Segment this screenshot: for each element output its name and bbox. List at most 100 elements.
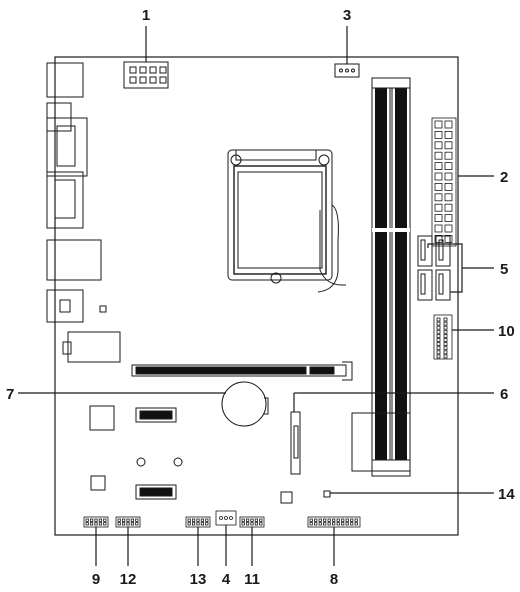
cpu-power-connector — [123, 61, 169, 89]
connector-pin — [436, 329, 441, 334]
connector-pin — [444, 214, 453, 223]
connector-pin — [434, 141, 443, 150]
connector-pin — [245, 522, 250, 526]
connector-pin — [345, 518, 349, 522]
connector-pin — [436, 342, 441, 347]
connector-pin — [85, 522, 89, 526]
callout-3: 3 — [343, 7, 351, 24]
small-square — [99, 305, 107, 313]
connector-pin — [323, 518, 327, 522]
connector-pin — [434, 182, 443, 191]
callout-9: 9 — [92, 571, 100, 588]
connector-pin — [444, 130, 453, 139]
sata-ports — [417, 235, 451, 301]
connector-pin — [130, 518, 134, 522]
connector-pin — [436, 350, 441, 355]
connector-pin — [327, 522, 331, 526]
connector-pin — [341, 518, 345, 522]
callout-4: 4 — [222, 571, 231, 588]
callout-2: 2 — [500, 169, 508, 186]
connector-pin — [130, 522, 134, 526]
connector-pin — [443, 354, 448, 359]
callout-12: 12 — [120, 571, 137, 588]
connector-pin — [354, 522, 358, 526]
connector-pin — [122, 518, 126, 522]
connector-pin — [350, 518, 354, 522]
connector-pin — [443, 342, 448, 347]
connector-pin — [444, 182, 453, 191]
connector-pin — [122, 522, 126, 526]
connector-pin — [436, 317, 441, 322]
connector-pin — [436, 338, 441, 342]
connector-pin — [444, 141, 453, 150]
callout-14: 14 — [498, 486, 515, 503]
pcie-x1-slots — [135, 407, 177, 500]
connector-pin — [436, 346, 441, 351]
connector-pin — [241, 522, 245, 526]
board-outline — [54, 56, 459, 536]
cmos-battery — [221, 381, 269, 427]
usb3-header — [433, 314, 453, 360]
connector-pin — [436, 325, 441, 330]
connector-pin — [126, 522, 130, 526]
connector-pin — [434, 120, 443, 129]
connector-pin — [436, 354, 441, 359]
connector-pin — [444, 162, 453, 171]
connector-pin — [444, 193, 453, 202]
connector-pin — [191, 522, 196, 526]
connector-pin — [200, 522, 204, 526]
connector-pin — [443, 350, 448, 355]
callout-7: 7 — [6, 386, 14, 403]
connector-pin — [434, 172, 443, 181]
connector-pin — [259, 522, 263, 526]
connector-pin — [187, 518, 191, 522]
cpu-fan-header — [334, 63, 360, 78]
connector-pin — [314, 522, 318, 526]
connector-pin — [309, 522, 313, 526]
connector-pin — [103, 518, 107, 522]
component-square — [280, 491, 293, 504]
connector-pin — [434, 224, 443, 233]
connector-pin — [205, 522, 209, 526]
connector-pin — [443, 346, 448, 351]
pcie-x16-slot — [131, 361, 353, 381]
atx-power-connector — [431, 117, 457, 247]
connector-pin — [336, 522, 340, 526]
connector-pin — [336, 518, 340, 522]
connector-pin — [444, 151, 453, 160]
m2-slot — [290, 411, 301, 475]
bottom-headers — [83, 510, 361, 528]
callout-8: 8 — [330, 571, 338, 588]
connector-pin — [200, 518, 204, 522]
connector-pin — [309, 518, 313, 522]
connector-pin — [250, 518, 254, 522]
connector-pin — [98, 518, 102, 522]
connector-pin — [434, 203, 443, 212]
connector-pin — [444, 203, 453, 212]
component-square — [90, 475, 106, 491]
connector-pin — [245, 518, 250, 522]
callout-1: 1 — [142, 7, 150, 24]
connector-pin — [241, 518, 245, 522]
cpu-socket — [227, 149, 346, 293]
connector-pin — [436, 321, 441, 326]
mount-hole — [136, 457, 146, 467]
connector-pin — [318, 518, 322, 522]
connector-pin — [191, 518, 196, 522]
connector-pin — [205, 518, 209, 522]
connector-pin — [117, 518, 121, 522]
connector-pin — [443, 321, 448, 326]
connector-pin — [135, 518, 139, 522]
connector-pin — [444, 234, 453, 243]
connector-pin — [117, 522, 121, 526]
connector-pin — [434, 193, 443, 202]
connector-pin — [85, 518, 89, 522]
connector-pin — [90, 522, 94, 526]
connector-pin — [135, 522, 139, 526]
connector-pin — [103, 522, 107, 526]
connector-pin — [94, 518, 98, 522]
connector-pin — [434, 130, 443, 139]
component-square — [89, 405, 115, 431]
callout-5: 5 — [500, 261, 508, 278]
